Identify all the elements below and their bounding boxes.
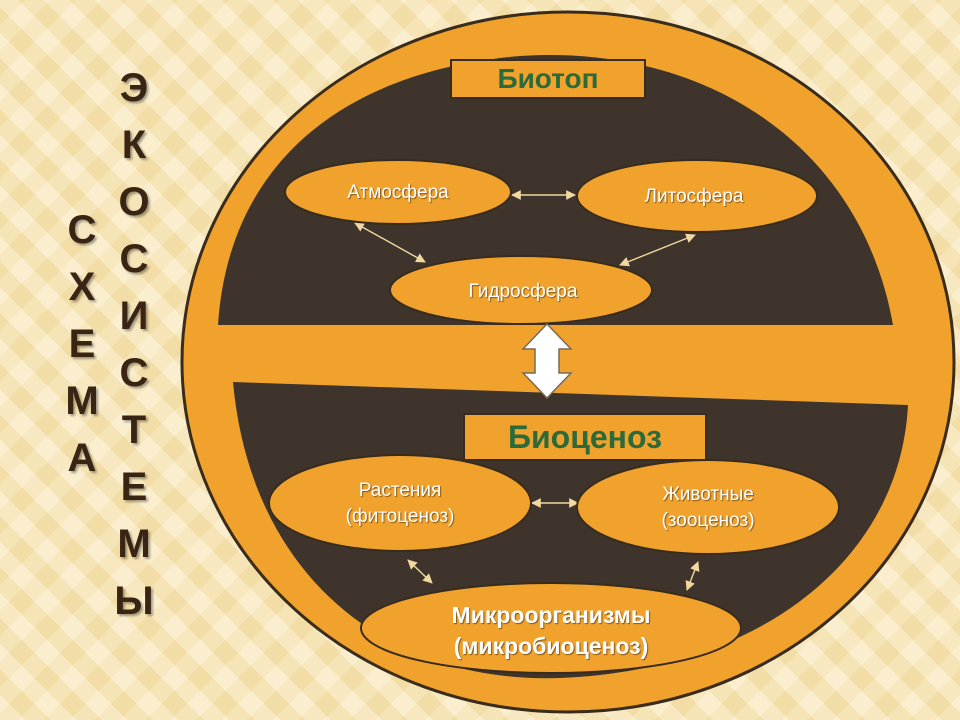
title-schema-letter: С <box>67 208 97 252</box>
title-schema-letter: М <box>65 379 99 423</box>
title-ecosystem-letter: М <box>117 522 151 566</box>
title-schema-letter: Х <box>68 265 96 309</box>
title-ecosystem-letter: К <box>121 123 147 167</box>
title-schema-letter: А <box>67 436 97 480</box>
biocenoz-header: Биоценоз <box>463 413 707 461</box>
title-ecosystem-letter: Э <box>119 66 149 110</box>
mikro-sub: (микробиоценоз) <box>453 633 649 660</box>
title-ecosystem-letter: Ы <box>114 579 154 623</box>
title-ecosystem-letter: С <box>119 237 149 281</box>
node-atmosfera <box>284 159 512 225</box>
zhivotnye-sub: (зооценоз) <box>661 509 755 531</box>
title-ecosystem-letter: О <box>118 180 150 224</box>
node-litosfera <box>576 159 818 233</box>
arrow-lit-gid <box>619 233 696 267</box>
arrow-rast-mikro <box>407 559 433 584</box>
title-schema-letter: Е <box>68 322 96 366</box>
mikro-label: Микроорганизмы (микробиоценоз) <box>401 600 701 662</box>
title-ecosystem-letter: Т <box>121 408 147 452</box>
zhivotnye-label: Животные (зооценоз) <box>608 482 808 533</box>
mikro-name: Микроорганизмы <box>451 602 651 628</box>
zhivotnye-name: Животные <box>662 484 754 505</box>
node-rasteniya <box>268 454 532 552</box>
arrow-atm-gid <box>354 222 426 263</box>
litosfera-label: Литосфера <box>644 186 744 207</box>
title-ecosystem-letter: С <box>119 351 149 395</box>
rasteniya-sub: (фитоценоз) <box>345 505 455 527</box>
title-ecosystem-letter: И <box>119 294 149 338</box>
rasteniya-name: Растения <box>358 480 442 501</box>
arrow-zhiv-mikro <box>685 561 700 591</box>
node-mikro <box>360 582 742 674</box>
gidrosfera-label: Гидросфера <box>468 281 578 302</box>
biotop-header: Биотоп <box>450 59 646 99</box>
title-ecosystem-letter: Е <box>120 465 148 509</box>
rasteniya-label: Растения (фитоценоз) <box>300 478 500 529</box>
node-zhivotnye <box>576 459 840 555</box>
biotop-biocenoz-arrow <box>521 322 573 400</box>
node-gidrosfera <box>389 255 653 325</box>
title-schema: С Х Е М А <box>52 202 112 487</box>
atmosfera-label: Атмосфера <box>347 182 449 203</box>
title-ecosystem: Э К О С И С Т Е М Ы <box>104 60 164 630</box>
